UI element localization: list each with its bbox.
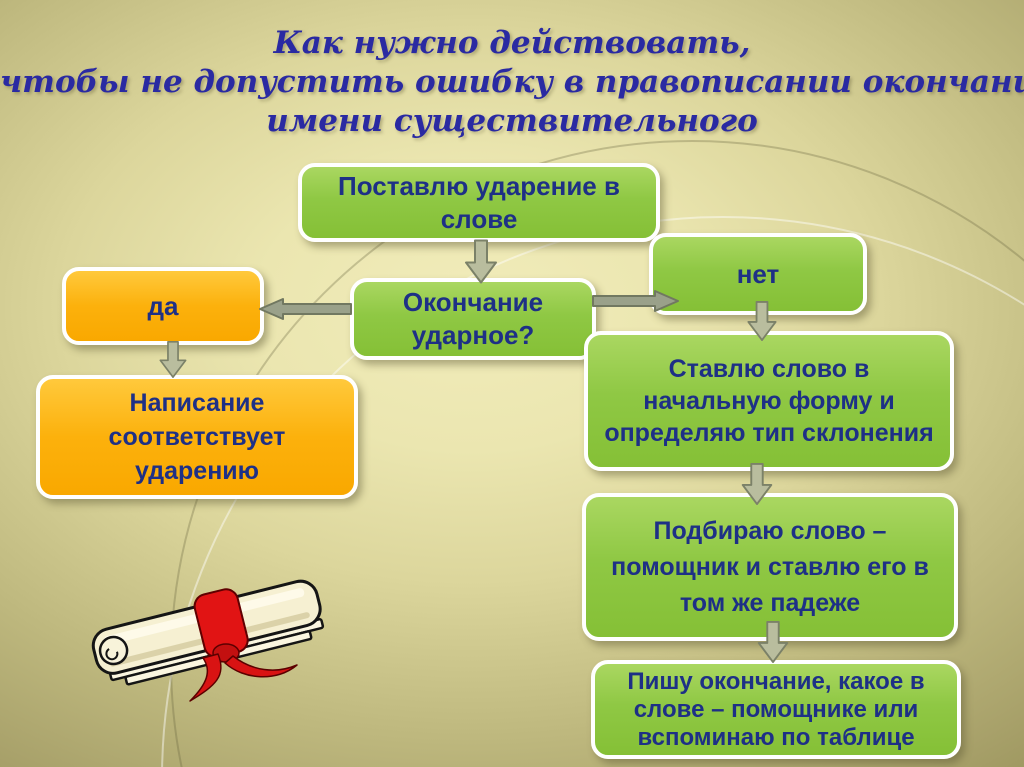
scroll-with-red-ribbon-icon [91,579,325,702]
flow-node-write-ending: Пишу окончание, какое в слове – помощник… [591,660,961,759]
slide-title: Как нужно действовать, чтобы не допустит… [0,24,1024,141]
flow-node-is-ending-stressed: Окончание ударное? [350,278,596,360]
slide-title-line: Как нужно действовать, [273,25,751,61]
slide-title-line: имени существительного [266,103,758,139]
arrow-down-icon [747,301,777,341]
flow-node-yes: да [62,267,264,345]
arrow-left-icon [259,298,352,320]
arrow-down-icon [741,463,773,505]
flow-node-spelling-matches-stress: Написание соответствует ударению [36,375,358,499]
flow-node-initial-form-declension: Ставлю слово в начальную форму и определ… [584,331,954,471]
arrow-down-icon [465,239,497,284]
slide-title-line: чтобы не допустить ошибку в правописании… [0,64,1024,100]
arrow-down-icon [159,341,187,378]
flow-node-put-stress: Поставлю ударение в слове [298,163,660,242]
arrow-right-icon [592,290,679,312]
flow-node-helper-word: Подбираю слово – помощник и ставлю его в… [582,493,958,641]
arrow-down-icon [757,621,789,663]
